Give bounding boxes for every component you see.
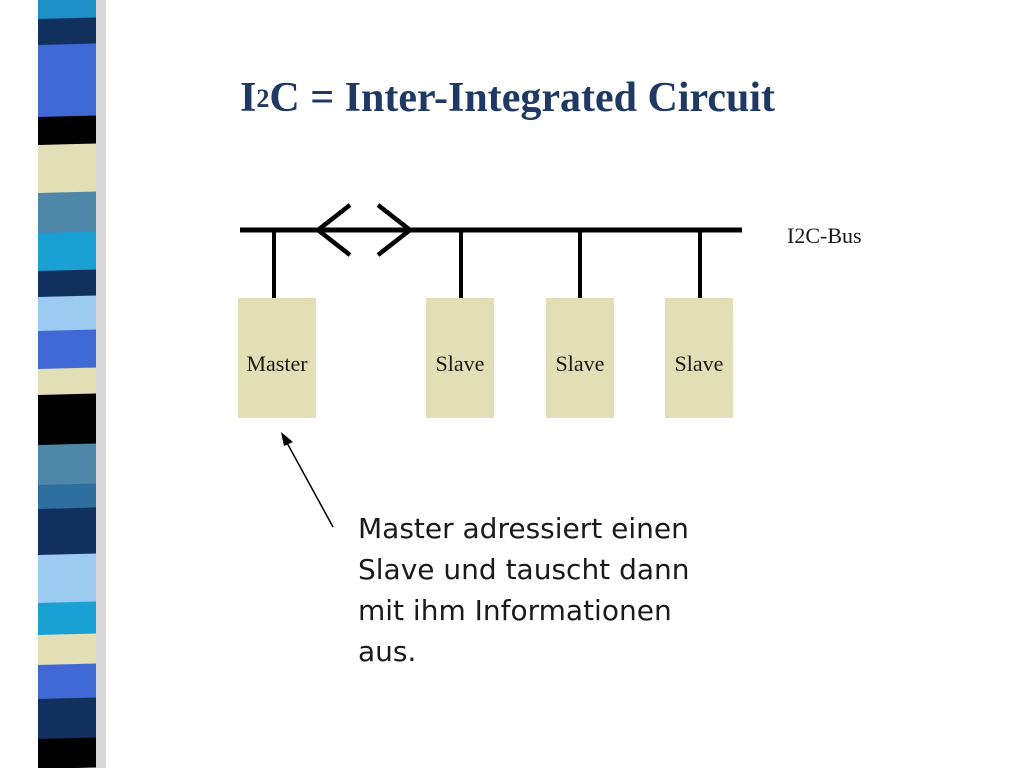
master-description-note: Master adressiert einen Slave und tausch… — [358, 512, 690, 668]
stripe-segment — [38, 367, 96, 398]
stripe-segment — [38, 507, 96, 558]
stripe-shadow — [96, 0, 106, 768]
stripe-segment — [38, 71, 96, 120]
stripe-segment — [38, 143, 96, 196]
stripe-segment — [38, 329, 96, 372]
slave-node-box — [546, 298, 614, 418]
stripe-segment — [38, 601, 96, 638]
stripe-segment — [38, 663, 96, 702]
stripe-segment — [38, 191, 96, 236]
stripe-segment — [38, 295, 96, 334]
slave-label: Slave — [556, 351, 605, 376]
stripe-segment — [38, 737, 96, 768]
stripe-segment — [38, 17, 96, 48]
pointer-arrow-icon — [281, 432, 334, 528]
master-node-box — [238, 298, 316, 418]
stripe-segment — [38, 483, 96, 512]
stripe-segment — [38, 43, 96, 76]
stripe-segment — [38, 269, 96, 300]
stripe-segment — [38, 443, 96, 488]
double-chevron-arrow-icon — [314, 203, 414, 257]
slave-label: Slave — [436, 351, 485, 376]
decorative-stripe-band — [38, 0, 106, 768]
stripe-segment — [38, 231, 96, 274]
stripe-segment — [38, 553, 96, 606]
stripe-segment — [38, 0, 96, 22]
slide-title: I2C = Inter-Integrated Circuit — [240, 75, 776, 121]
stripe-segment — [38, 697, 96, 742]
slave-label: Slave — [675, 351, 724, 376]
stripe-segment — [38, 393, 96, 448]
master-label: Master — [246, 351, 308, 376]
stripe-segment — [38, 633, 96, 668]
slave-node-box — [426, 298, 494, 418]
slave-node-box — [665, 298, 733, 418]
bus-label: I2C-Bus — [787, 223, 862, 248]
stripe-segment — [38, 115, 96, 148]
